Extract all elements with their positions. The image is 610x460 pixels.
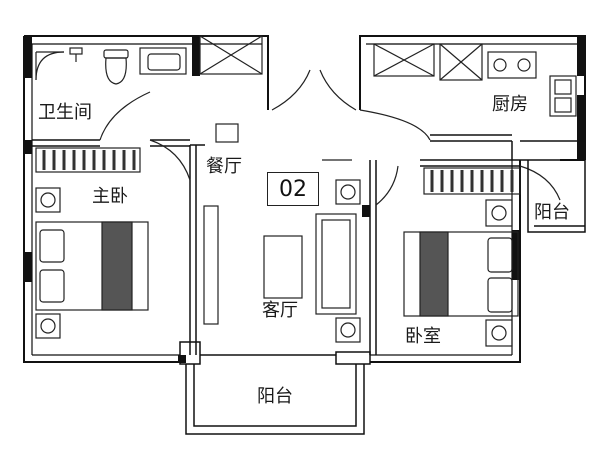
- bottom-balcony: [179, 341, 371, 435]
- right-balcony: [520, 159, 586, 233]
- solid-wall-blocks: [24, 36, 585, 363]
- bedroom-label: 卧室: [405, 326, 441, 347]
- kitchen-label: 厨房: [492, 94, 528, 115]
- top-windows: [199, 35, 483, 81]
- unit-number-tag: 02: [267, 172, 319, 206]
- master-bed: [35, 221, 149, 311]
- balcony-right-label: 阳台: [534, 202, 570, 223]
- master-bedroom-label: 主卧: [92, 186, 128, 207]
- dining-label: 餐厅: [206, 156, 242, 177]
- door-swings: [99, 91, 561, 206]
- nightstands: [35, 179, 513, 347]
- kitchen-fixtures: [487, 51, 577, 117]
- entrance-doors: [271, 69, 357, 111]
- living-room-label: 客厅: [262, 300, 298, 321]
- wardrobes: [35, 147, 521, 195]
- bathroom-fixtures: [35, 47, 187, 85]
- bathroom-label: 卫生间: [38, 102, 92, 123]
- wardrobe-hangers: [42, 150, 514, 192]
- bedroom-bed: [403, 231, 519, 317]
- balcony-bottom-label: 阳台: [257, 386, 293, 407]
- dining-living-furniture: [203, 123, 357, 325]
